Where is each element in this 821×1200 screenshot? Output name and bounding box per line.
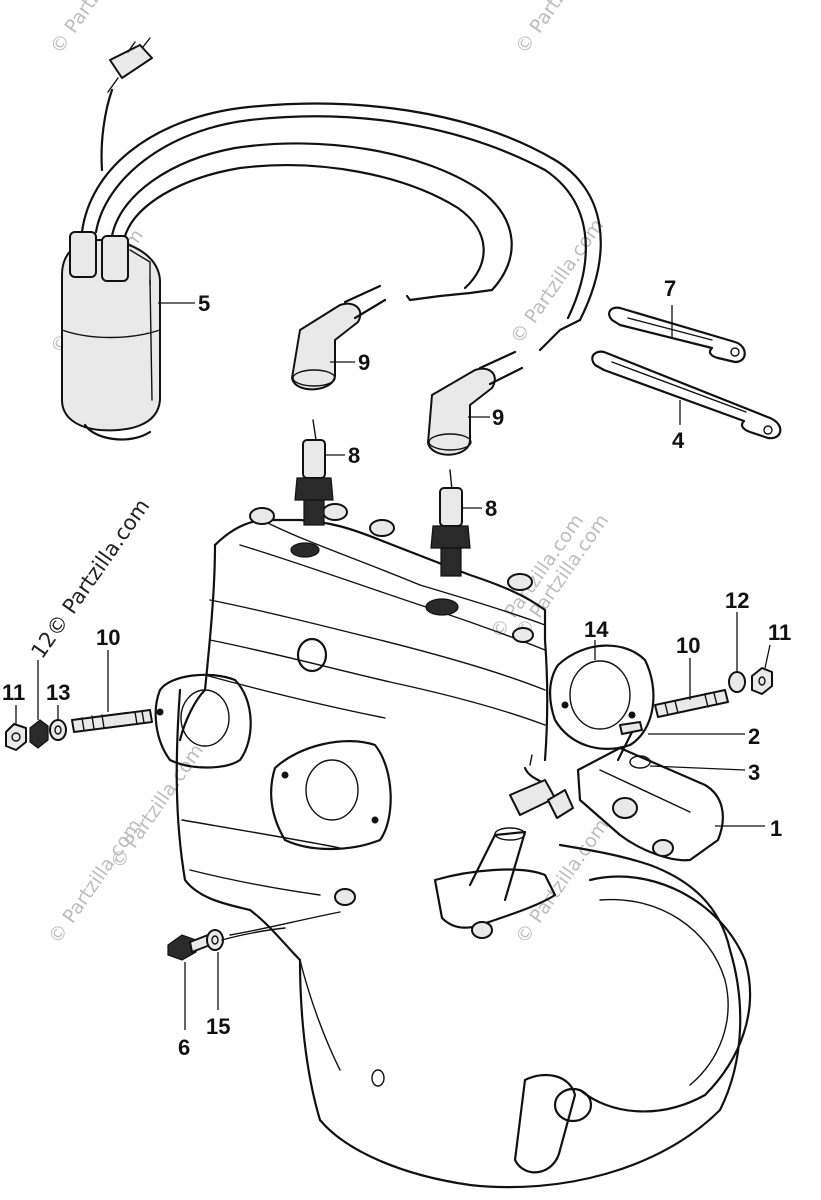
callout-8: 8 <box>485 496 497 521</box>
callout-10: 10 <box>96 625 120 650</box>
callout-9: 9 <box>492 405 504 430</box>
callout-8: 8 <box>348 443 360 468</box>
lower-fasteners <box>167 927 286 961</box>
ignition-coil <box>61 37 161 441</box>
brackets <box>591 306 782 440</box>
watermark: © Partzilla.com <box>511 815 613 948</box>
spark-plug <box>430 469 471 577</box>
callout-11: 11 <box>768 620 791 645</box>
watermark: © Partzilla.com <box>506 215 608 348</box>
contact-breaker-assembly <box>509 721 724 862</box>
callout-4: 4 <box>672 428 685 453</box>
callout-5: 5 <box>198 291 210 316</box>
leader-lines <box>15 302 771 1030</box>
callouts: 1 2 3 4 5 6 7 8 8 9 9 10 10 11 11 12 13 … <box>2 276 791 1060</box>
watermark-prominent: 12© Partzilla.com <box>26 494 154 662</box>
callout-13: 13 <box>46 680 70 705</box>
callout-15: 15 <box>206 1014 230 1039</box>
callout-6: 6 <box>178 1035 190 1060</box>
callout-7: 7 <box>664 276 676 301</box>
spark-plugs <box>294 419 471 577</box>
engine-block <box>154 503 752 1189</box>
callout-3: 3 <box>748 760 760 785</box>
right-fasteners <box>654 667 773 718</box>
left-fasteners <box>5 709 153 751</box>
callout-10: 10 <box>676 633 700 658</box>
callout-12: 12 <box>725 588 749 613</box>
callout-11: 11 <box>2 680 25 705</box>
gasket <box>549 644 655 750</box>
callout-14: 14 <box>584 617 609 642</box>
watermark: © Partzilla.com <box>511 0 613 58</box>
spark-plug-caps <box>291 284 524 456</box>
watermark: © Partzilla.com <box>106 740 208 873</box>
callout-9: 9 <box>358 350 370 375</box>
high-tension-leads <box>80 102 602 352</box>
callout-1: 1 <box>770 816 782 841</box>
spark-plug <box>294 419 334 526</box>
callout-2: 2 <box>748 724 760 749</box>
